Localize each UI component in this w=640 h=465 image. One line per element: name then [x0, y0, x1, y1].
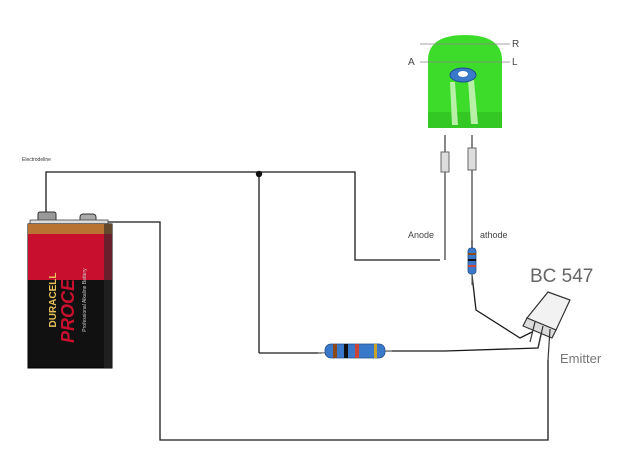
led: R L A [408, 35, 519, 260]
anode-label: Anode [408, 230, 434, 240]
cathode-label: athode [480, 230, 508, 240]
emitter-label: Emitter [560, 351, 602, 366]
wire-base [444, 329, 543, 352]
led-anode-kink [440, 151, 450, 173]
battery-copper-band [28, 224, 112, 234]
led-label-a: A [408, 57, 415, 68]
battery-brand: DURACELL [48, 273, 59, 328]
transistor [522, 291, 571, 361]
battery: DURACELL PROCELL Professional Alkaline B… [27, 211, 113, 369]
led-label-l: L [512, 57, 518, 68]
battery-product: PROCELL [58, 257, 78, 343]
led-die-center [458, 71, 468, 77]
led-resistor [467, 240, 477, 285]
wire-bottom [92, 221, 549, 441]
transistor-flat-face [522, 317, 557, 339]
led-inner-post-left [450, 82, 458, 125]
base-resistor [317, 343, 393, 359]
battery-tagline: Professional Alkaline Battery [82, 268, 88, 332]
battery-red-band [28, 234, 112, 280]
junction-dot [255, 170, 263, 178]
led-cathode-kink [467, 147, 477, 171]
tiny-wire-label: Electrodeline [22, 157, 51, 163]
transistor-label: BC 547 [530, 266, 593, 287]
wire-top [45, 171, 440, 261]
wire-collector [471, 274, 533, 339]
led-label-r: R [512, 39, 519, 50]
led-inner-post-right [468, 80, 478, 124]
led-rim [428, 112, 502, 128]
